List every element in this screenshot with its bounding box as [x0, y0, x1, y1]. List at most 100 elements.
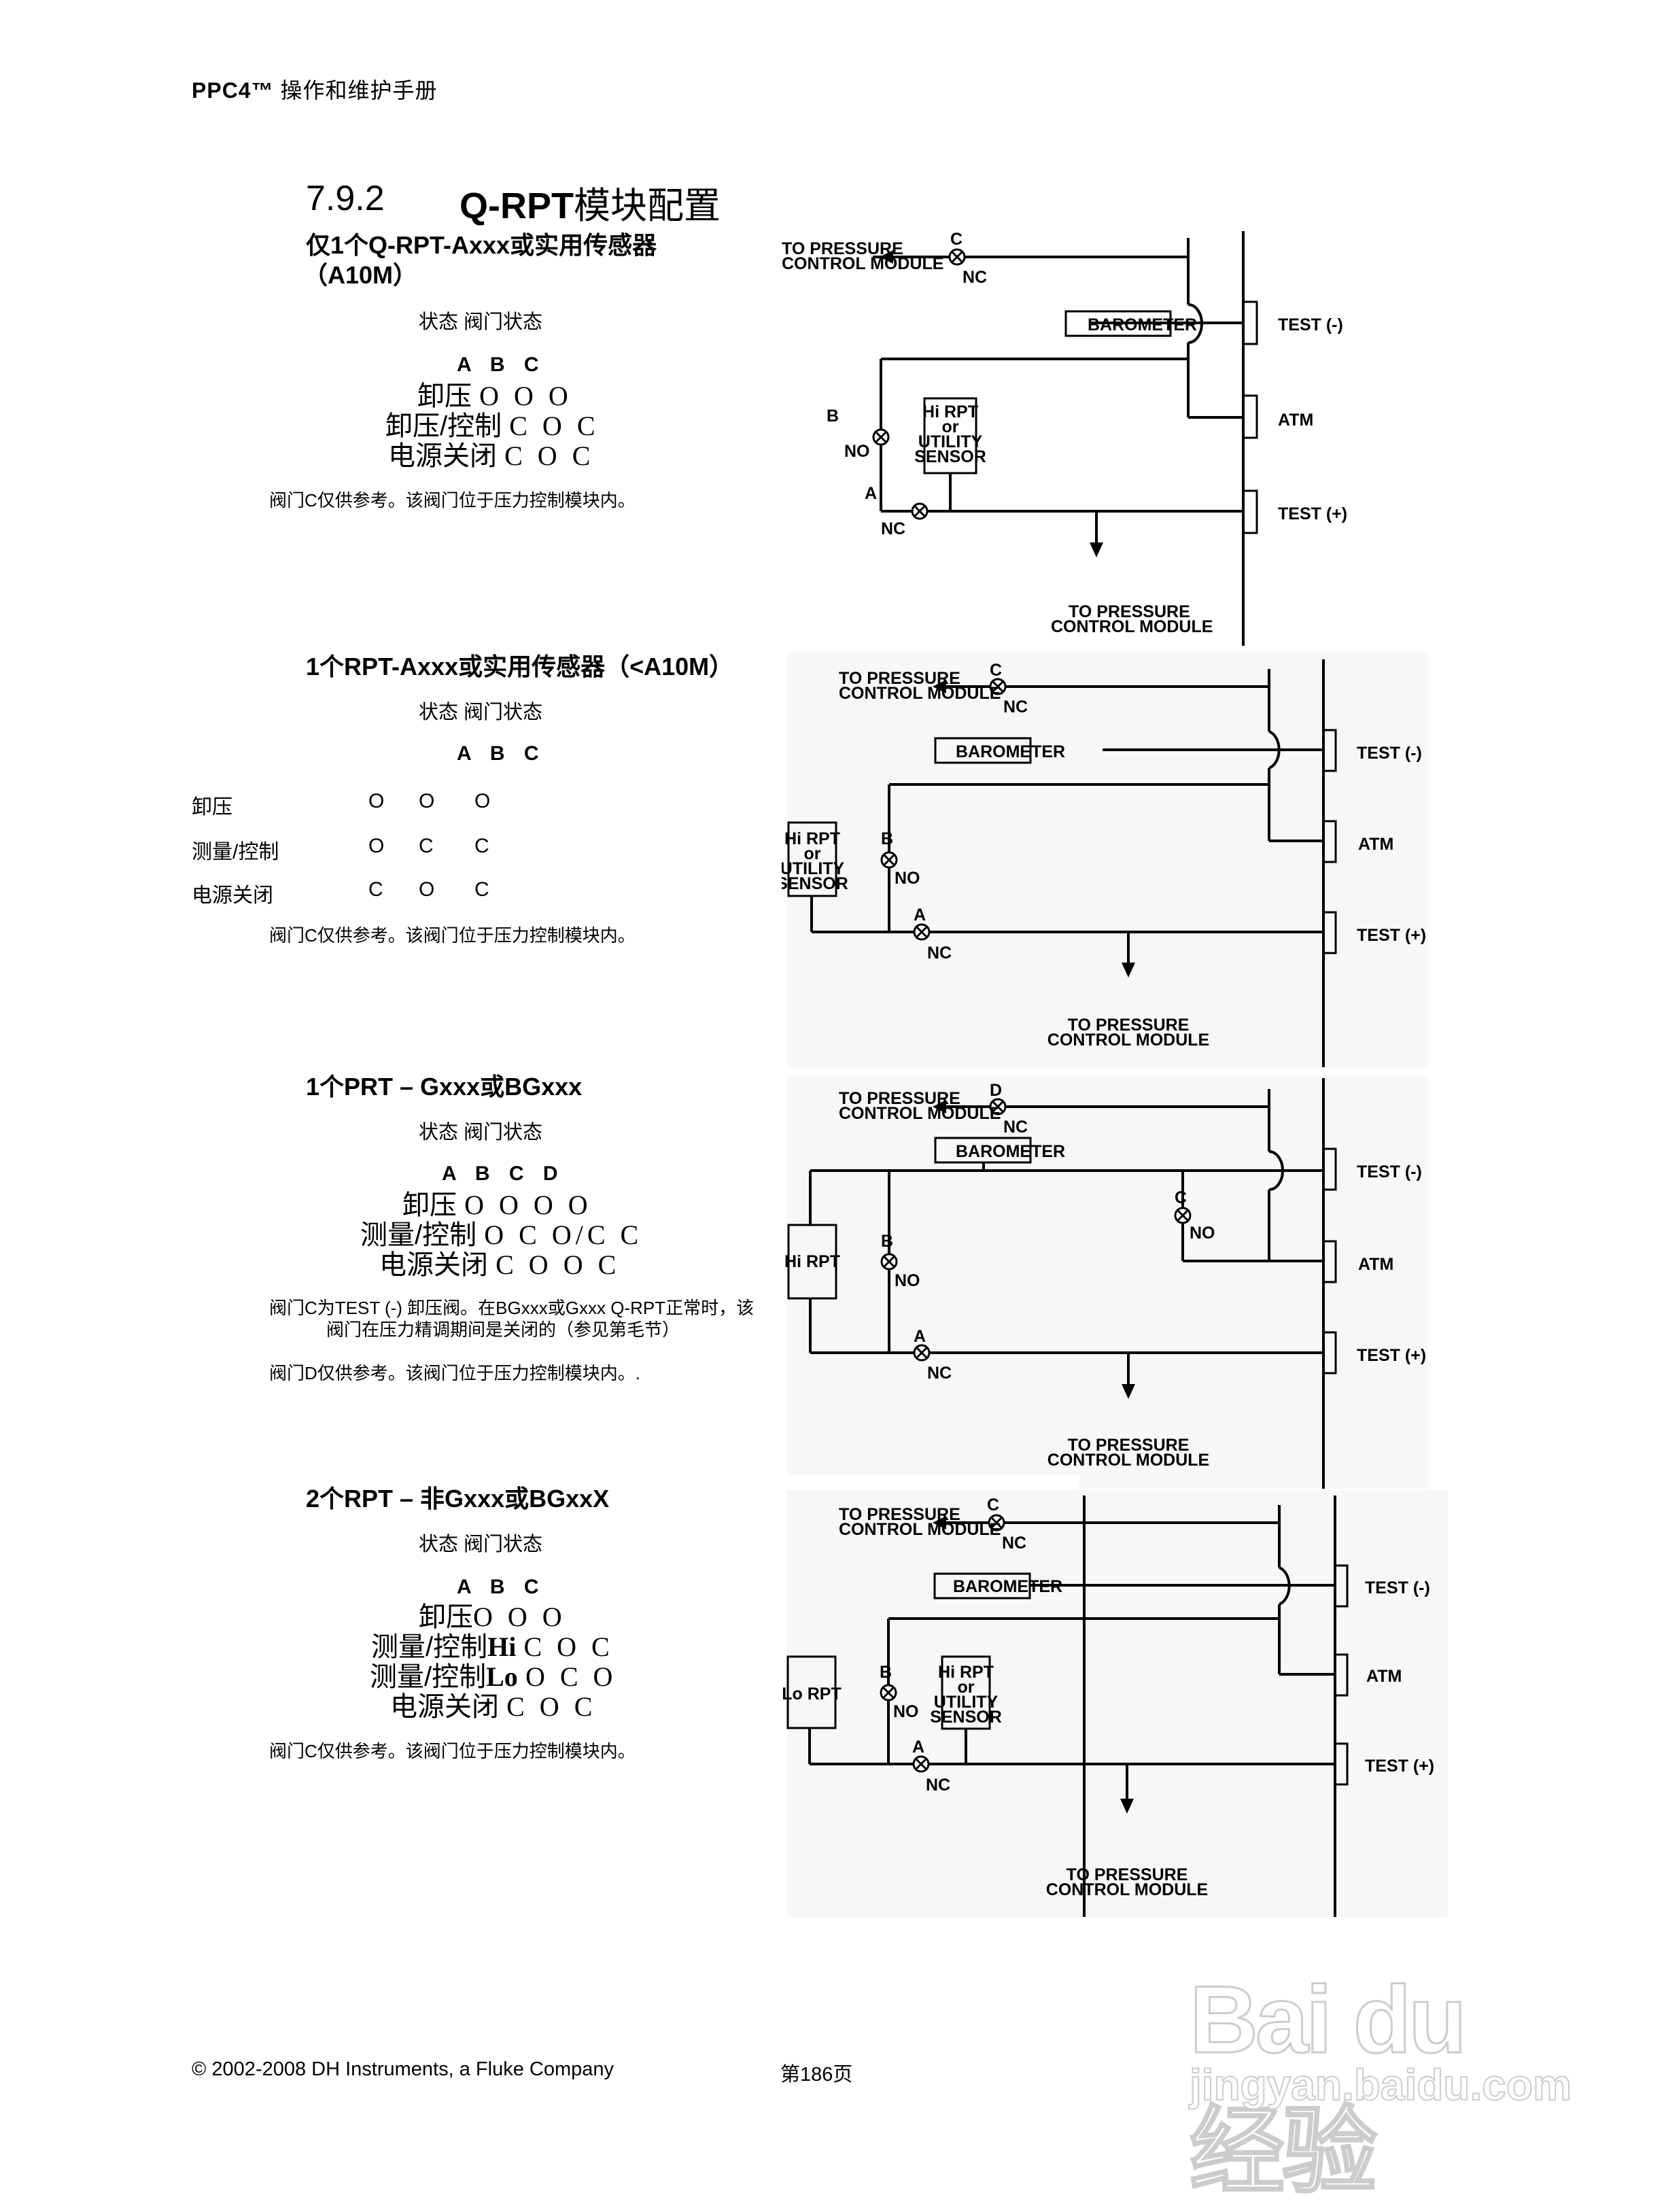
config-3-note: 阀门在压力精调期间是关闭的（参见第毛节） [326, 1319, 680, 1340]
svg-text:TEST (-): TEST (-) [1357, 1162, 1422, 1181]
config-2-state-header: 状态 阀门状态 [419, 702, 543, 723]
svg-text:or: or [804, 844, 821, 863]
sensor-lo-rpt: Lo RPT [782, 1684, 842, 1704]
svg-text:UTILITY: UTILITY [782, 859, 845, 878]
product-name: PPC4™ [192, 78, 274, 103]
svg-text:TO PRESSURE: TO PRESSURE [1068, 1436, 1190, 1455]
watermark-brand: Bai du 经验 [1189, 1965, 1468, 2206]
section-title-cn: 模块配置 [574, 186, 721, 226]
svg-text:C: C [987, 1496, 999, 1515]
svg-text:TO PRESSURE: TO PRESSURE [839, 1089, 960, 1108]
config-2-row: 卸压 O O O [192, 790, 491, 818]
svg-text:BAROMETER: BAROMETER [956, 1142, 1065, 1161]
svg-text:NC: NC [881, 519, 905, 538]
svg-text:NO: NO [893, 1702, 919, 1721]
svg-text:CONTROL MODULE: CONTROL MODULE [1051, 617, 1213, 636]
running-header: PPC4™ 操作和维护手册 [192, 73, 438, 105]
svg-text:BAROMETER: BAROMETER [953, 1577, 1062, 1596]
config-2-row: 电源关闭 C O C [192, 878, 489, 907]
config-4-valves-header: A B C [457, 1576, 546, 1598]
valve-c-icon [948, 248, 966, 266]
svg-text:NO: NO [1190, 1224, 1215, 1243]
config-1-note: 阀门C仅供参考。该阀门位于压力控制模块内。 [269, 490, 636, 511]
config-4-note: 阀门C仅供参考。该阀门位于压力控制模块内。 [269, 1741, 636, 1761]
svg-text:D: D [990, 1081, 1002, 1100]
svg-text:Hi RPT: Hi RPT [938, 1663, 994, 1682]
config-4-state-header: 状态 阀门状态 [419, 1534, 543, 1555]
config-2-title: 1个RPT-Axxx或实用传感器（<A10M） [306, 653, 734, 680]
svg-text:TEST (+): TEST (+) [1357, 926, 1426, 945]
svg-text:A: A [912, 1738, 924, 1757]
svg-text:TO PRESSURE: TO PRESSURE [839, 1505, 960, 1524]
valve-c-icon [989, 678, 1007, 695]
svg-text:TEST (+): TEST (+) [1357, 1346, 1426, 1365]
svg-text:A: A [865, 484, 877, 503]
svg-text:TO PRESSURE: TO PRESSURE [1067, 1865, 1188, 1884]
valve-a-icon [913, 1344, 931, 1362]
config-4-row: 测量/控制Lo O C O [370, 1661, 617, 1692]
config-1-title: 仅1个Q-RPT-Axxx或实用传感器 [306, 231, 657, 259]
config-3-row: 测量/控制 O C O/C C [360, 1220, 643, 1250]
svg-text:CONTROL MODULE: CONTROL MODULE [1046, 1880, 1208, 1899]
svg-text:NC: NC [927, 944, 952, 963]
config-4-row: 卸压O O O [419, 1602, 566, 1632]
svg-text:Hi RPT: Hi RPT [784, 1252, 840, 1271]
svg-text:or: or [942, 417, 959, 436]
watermark: Bai du 经验 jingyan.baidu.com [1176, 1924, 1572, 2206]
svg-text:C: C [990, 661, 1002, 680]
svg-text:B: B [880, 1663, 892, 1682]
svg-text:NC: NC [1003, 697, 1028, 716]
svg-text:NC: NC [926, 1776, 950, 1795]
label-barometer: BAROMETER [1088, 315, 1197, 334]
svg-text:CONTROL MODULE: CONTROL MODULE [1047, 1031, 1209, 1050]
diagram-config-2: TO PRESSURE CONTROL MODULE C NC BAROMETE… [782, 646, 1427, 1067]
svg-text:NO: NO [895, 1271, 920, 1290]
port-atm: ATM [1278, 411, 1313, 430]
svg-text:A: A [914, 1327, 926, 1346]
valve-a-icon [913, 923, 931, 941]
valve-b-icon [880, 1684, 897, 1701]
svg-text:NC: NC [1003, 1118, 1028, 1137]
valve-b-icon [880, 1253, 898, 1271]
svg-text:or: or [958, 1678, 975, 1697]
config-1-valves-header: A B C [457, 353, 546, 376]
config-4-title: 2个RPT – 非Gxxx或BGxxX [306, 1485, 610, 1513]
svg-text:TEST (+): TEST (+) [1365, 1757, 1434, 1776]
svg-text:Hi RPT: Hi RPT [784, 829, 840, 848]
config-1-row: 卸压 O O O [417, 381, 572, 411]
port-test-minus: TEST (-) [1278, 315, 1343, 334]
config-3-state-header: 状态 阀门状态 [419, 1122, 543, 1143]
sensor-label: Hi RPT [922, 402, 978, 421]
config-2-row: 测量/控制 O C C [192, 835, 489, 863]
config-4-row: 电源关闭 C O C [390, 1691, 597, 1722]
config-1-title-line2: （A10M） [303, 261, 418, 289]
svg-text:NC: NC [963, 268, 987, 287]
svg-text:TO PRESSURE: TO PRESSURE [839, 669, 960, 688]
config-3-row: 电源关闭 C O O C [379, 1249, 621, 1280]
svg-text:ATM: ATM [1358, 835, 1393, 854]
svg-text:B: B [881, 1232, 893, 1251]
svg-text:ATM: ATM [1358, 1255, 1393, 1274]
valve-b-icon [872, 428, 890, 446]
section-number: 7.9.2 [306, 179, 385, 218]
config-3-note: 阀门D仅供参考。该阀门位于压力控制模块内。. [269, 1363, 641, 1383]
svg-text:NC: NC [927, 1364, 952, 1383]
svg-text:SENSOR: SENSOR [930, 1708, 1002, 1727]
config-1-row: 电源关闭 C O C [388, 440, 595, 471]
svg-text:SENSOR: SENSOR [782, 874, 848, 893]
footer-copyright: © 2002-2008 DH Instruments, a Fluke Comp… [192, 2058, 614, 2080]
config-3-title: 1个PRT – Gxxx或BGxxx [306, 1073, 583, 1101]
svg-text:A: A [914, 905, 926, 924]
valve-a-icon [911, 502, 929, 520]
manual-title: 操作和维护手册 [280, 78, 438, 103]
svg-text:C: C [1175, 1188, 1187, 1207]
valve-b-icon [880, 851, 898, 869]
svg-text:NO: NO [895, 869, 920, 888]
valve-a-icon [912, 1755, 930, 1773]
section-title: Q-RPT模块配置 [460, 175, 721, 229]
label-to-pcm: TO PRESSURE [782, 239, 903, 258]
config-3-note: 阀门C为TEST (-) 卸压阀。在BGxxx或Gxxx Q-RPT正常时，该 [269, 1298, 755, 1318]
diagram-config-3: TO PRESSURE CONTROL MODULE D NC BAROMETE… [782, 1067, 1427, 1489]
svg-text:ATM: ATM [1366, 1667, 1402, 1686]
svg-text:NC: NC [1002, 1534, 1026, 1553]
